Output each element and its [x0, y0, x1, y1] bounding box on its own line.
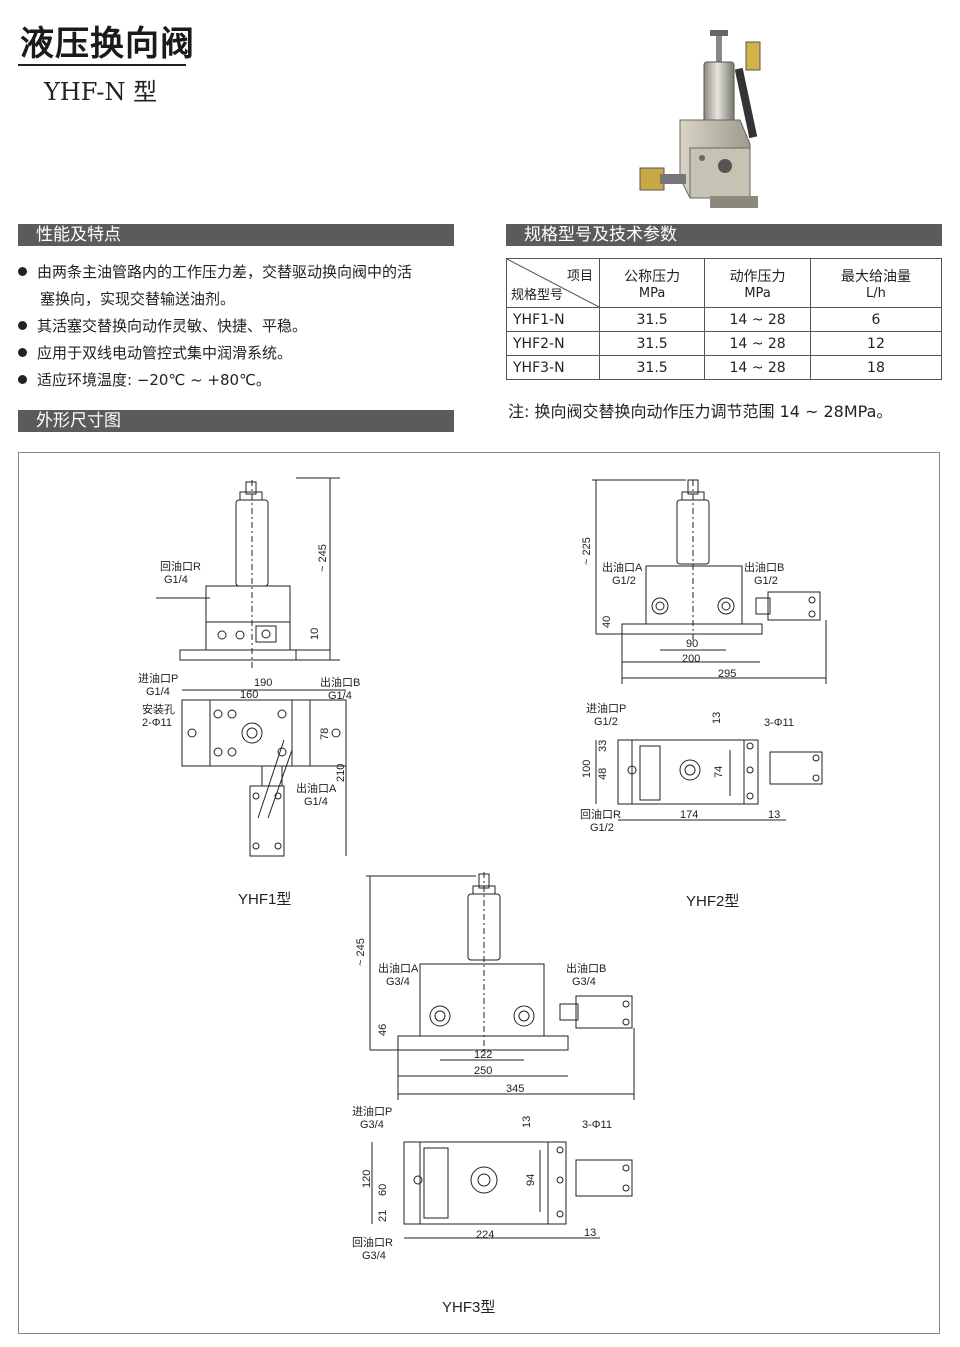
yhf3-out-a-size: G3/4 — [386, 976, 410, 988]
yhf2-top-view — [595, 739, 823, 821]
yhf2-holes-label: 3-Φ11 — [764, 717, 794, 729]
yhf1-depth-dim: 78 — [319, 728, 331, 740]
yhf2-front-view — [592, 479, 827, 684]
yhf3-edge-dim-bottom: 13 — [584, 1227, 596, 1239]
yhf2-inner-dim: 48 — [597, 768, 609, 780]
product-photo — [639, 30, 761, 208]
yhf1-width-dim: 190 — [254, 677, 272, 689]
yhf2-return-port-size: G1/2 — [590, 822, 614, 834]
feature-item-4: 适应环境温度: −20℃ ~ +80℃。 — [18, 370, 271, 390]
yhf1-front-view — [156, 477, 340, 670]
yhf1-hole-spacing-dim: 160 — [240, 689, 258, 701]
yhf2-port-spacing-dim: 90 — [686, 638, 698, 650]
yhf1-out-b-label: 出油口B — [320, 675, 360, 689]
yhf3-height-dim: ~ 245 — [355, 938, 367, 966]
yhf2-height-dim: ~ 225 — [581, 537, 593, 565]
section-specs-header: 规格型号及技术参数 — [506, 224, 942, 246]
yhf2-out-a-size: G1/2 — [612, 575, 636, 587]
yhf2-hole-depth-dim: 74 — [713, 766, 725, 778]
page-title: 液压换向阀 — [20, 24, 195, 64]
section-features-header: 性能及特点 — [18, 224, 454, 246]
yhf2-out-a-label: 出油口A — [602, 560, 643, 574]
yhf2-out-b-size: G1/2 — [754, 575, 778, 587]
feature-item-2: 其活塞交替换向动作灵敏、快捷、平稳。 — [18, 316, 307, 336]
corner-bottom-label: 规格型号 — [511, 288, 564, 303]
table-corner-cell: 项目 规格型号 — [506, 258, 600, 308]
yhf3-offset-dim: 21 — [377, 1210, 389, 1222]
yhf3-front-view — [366, 872, 635, 1100]
bullet-icon — [18, 267, 27, 276]
yhf3-holes-label: 3-Φ11 — [582, 1119, 612, 1131]
yhf1-top-view — [181, 689, 347, 857]
yhf3-port-height-dim: 46 — [377, 1024, 389, 1036]
yhf1-out-a-label: 出油口A — [296, 781, 337, 795]
table-note: 注: 换向阀交替换向动作压力调节范围 14 ~ 28MPa。 — [508, 402, 893, 421]
yhf1-base-dim: 10 — [309, 628, 321, 640]
drawing-frame — [18, 452, 940, 1334]
feature-item-3: 应用于双线电动管控式集中润滑系统。 — [18, 343, 292, 363]
yhf2-port-height-dim: 40 — [601, 616, 613, 628]
yhf2-caption: YHF2型 — [686, 893, 739, 910]
yhf3-out-b-label: 出油口B — [566, 961, 606, 975]
page-subtitle: YHF-N 型 — [44, 78, 158, 106]
yhf3-caption: YHF3型 — [442, 1299, 495, 1316]
yhf1-in-port-label: 进油口P — [138, 671, 178, 685]
yhf3-inner-dim: 60 — [377, 1184, 389, 1196]
yhf3-depth-dim: 120 — [361, 1170, 373, 1188]
corner-top-label: 项目 — [566, 269, 593, 284]
feature-item-1: 由两条主油管路内的工作压力差，交替驱动换向阀中的活 — [18, 262, 412, 282]
yhf2-in-port-label: 进油口P — [586, 701, 626, 715]
bullet-icon — [18, 321, 27, 330]
yhf2-out-b-label: 出油口B — [744, 560, 784, 574]
yhf3-return-port-size: G3/4 — [362, 1250, 386, 1262]
yhf2-edge-dim-top: 13 — [711, 712, 723, 724]
section-dimensions-header: 外形尺寸图 — [18, 410, 454, 432]
yhf3-width-dim: 224 — [476, 1229, 494, 1241]
yhf1-mount-label: 安装孔 — [142, 702, 175, 716]
yhf1-mount-size: 2-Φ11 — [142, 717, 172, 729]
yhf1-out-a-size: G1/4 — [304, 796, 328, 808]
feature-item-1-cont: 塞换向，实现交替输送油剂。 — [40, 290, 236, 308]
yhf2-in-port-size: G1/2 — [594, 716, 618, 728]
yhf1-caption: YHF1型 — [238, 891, 291, 908]
yhf3-out-a-label: 出油口A — [378, 961, 419, 975]
yhf3-return-port-label: 回油口R — [352, 1235, 393, 1249]
bullet-icon — [18, 348, 27, 357]
yhf2-width-dim: 174 — [680, 809, 698, 821]
yhf3-port-spacing-dim: 122 — [474, 1049, 492, 1061]
yhf1-height-dim: ~ 245 — [317, 544, 329, 572]
bullet-icon — [18, 375, 27, 384]
yhf3-base-width-dim: 250 — [474, 1065, 492, 1077]
yhf2-edge-dim-bottom: 13 — [768, 809, 780, 821]
yhf3-edge-dim-top: 13 — [521, 1116, 533, 1128]
yhf3-in-port-size: G3/4 — [360, 1119, 384, 1131]
yhf1-return-port-label: 回油口R — [160, 559, 201, 573]
yhf1-return-port-size: G1/4 — [164, 574, 188, 586]
yhf3-top-view — [371, 1141, 633, 1239]
yhf1-total-depth-dim: 210 — [335, 764, 347, 782]
yhf2-base-width-dim: 200 — [682, 653, 700, 665]
yhf2-total-width-dim: 295 — [718, 668, 736, 680]
yhf2-depth-dim: 100 — [581, 760, 593, 778]
yhf1-out-b-size: G1/4 — [328, 690, 352, 702]
yhf2-offset-dim: 33 — [597, 740, 609, 752]
yhf3-hole-depth-dim: 94 — [525, 1174, 537, 1186]
yhf3-out-b-size: G3/4 — [572, 976, 596, 988]
title-underline — [18, 64, 186, 66]
yhf3-in-port-label: 进油口P — [352, 1104, 392, 1118]
yhf1-in-port-size: G1/4 — [146, 686, 170, 698]
yhf2-return-port-label: 回油口R — [580, 807, 621, 821]
yhf3-total-width-dim: 345 — [506, 1083, 524, 1095]
